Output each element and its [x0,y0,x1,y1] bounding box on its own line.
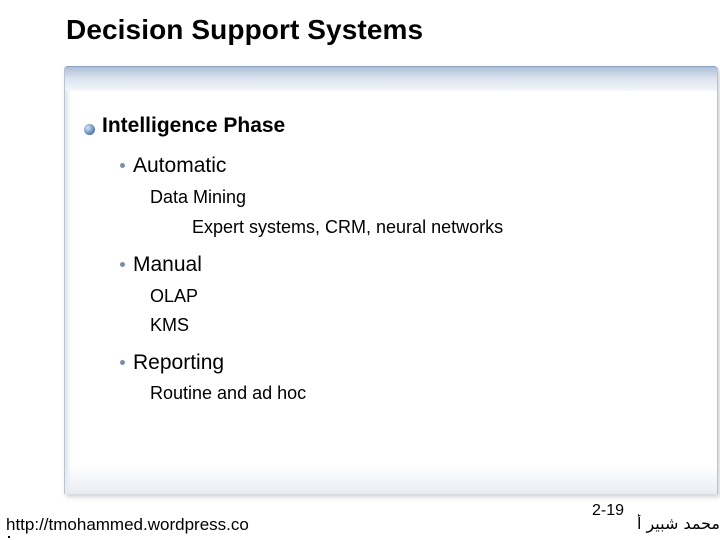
detail-olap: OLAP [150,286,199,306]
detail-kms: KMS [150,315,190,335]
slide-title: Decision Support Systems [66,14,424,45]
list-item-automatic: Automatic [133,154,227,177]
list-item-manual: Manual [133,253,202,276]
author-name: محمد شبير أ [636,514,720,533]
sub-bullet-icon [120,360,125,365]
footer-dot [8,536,10,538]
detail-routine: Routine and ad hoc [150,383,307,403]
detail-data-mining: Data Mining [150,187,247,207]
list-item-reporting: Reporting [133,351,225,374]
section-heading: Intelligence Phase [102,114,286,137]
sub-bullet-icon [120,262,125,267]
content-panel-header [65,66,717,91]
content-panel [64,66,718,494]
slide-number: 2-19 [592,502,625,519]
footer-url: http://tmohammed.wordpress.co [6,515,249,534]
content-panel-shade [65,464,717,494]
bullet-icon [84,124,95,135]
sub-bullet-icon [120,163,125,168]
detail-expert-systems: Expert systems, CRM, neural networks [192,217,504,237]
